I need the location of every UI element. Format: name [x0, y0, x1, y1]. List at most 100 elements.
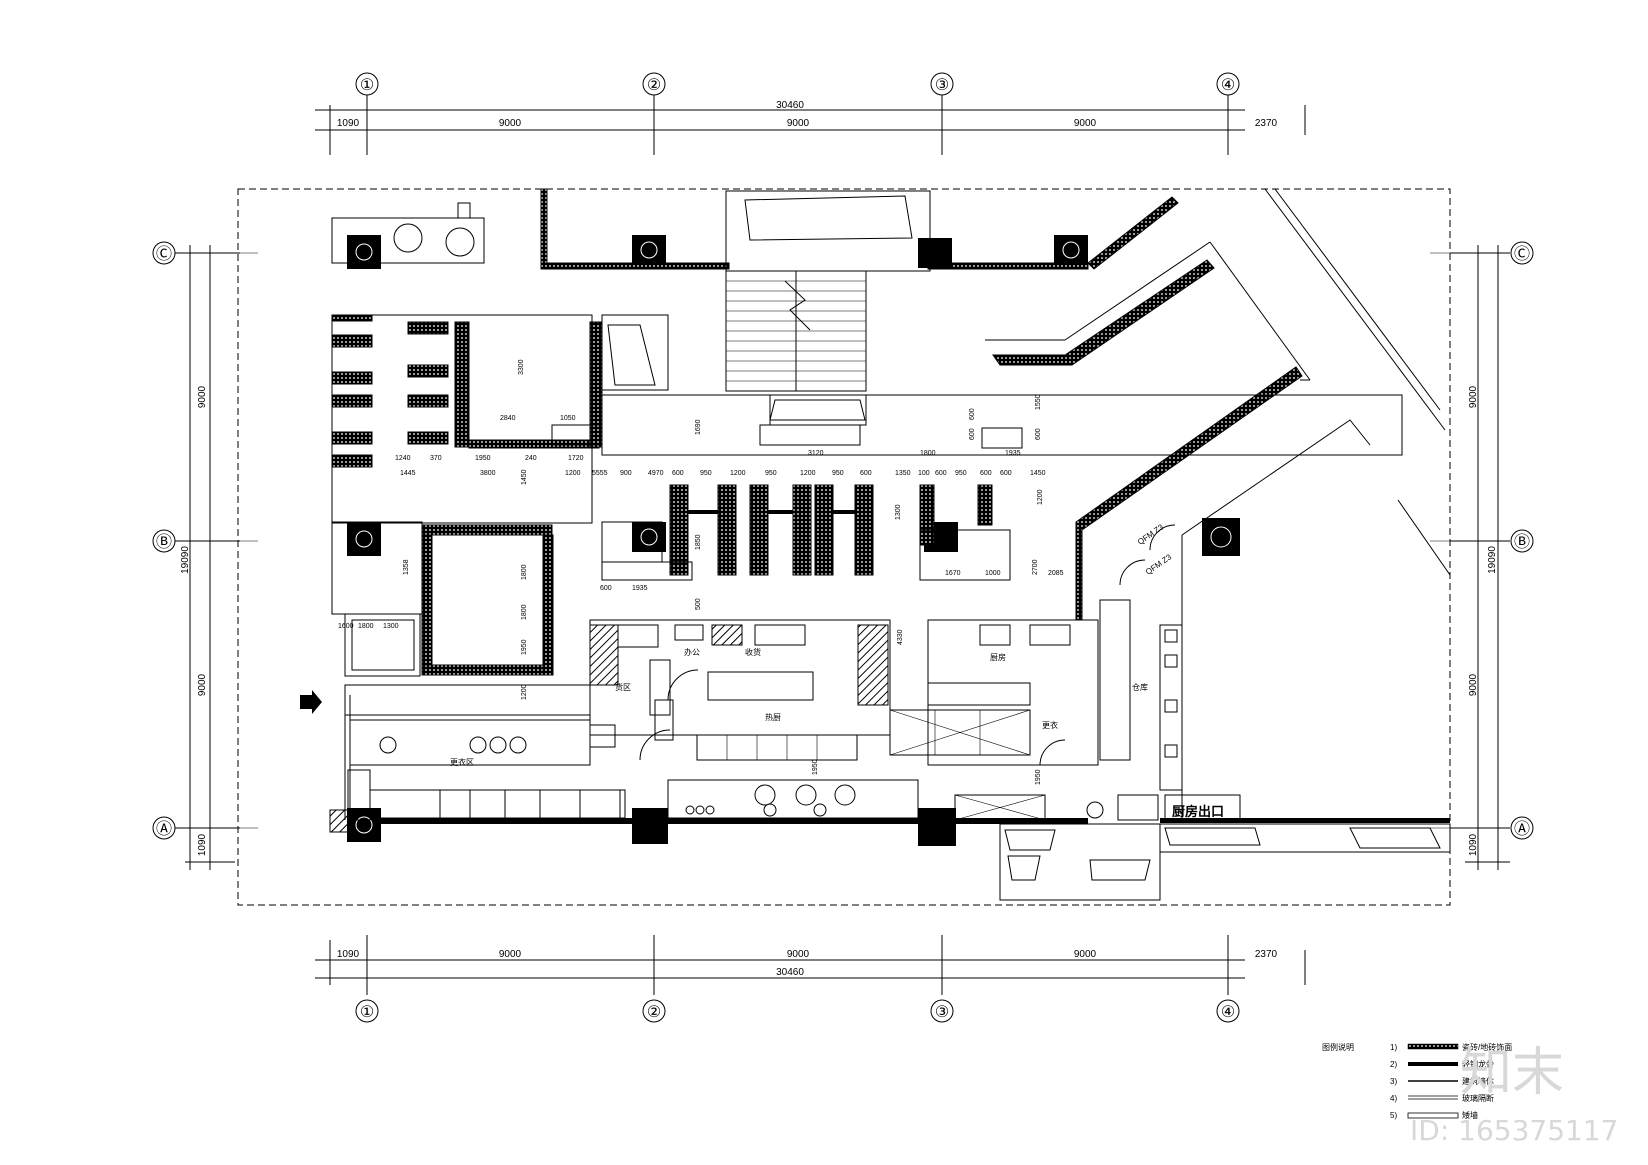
- interior-dim: 1200: [1037, 489, 1044, 505]
- interior-dim: 1935: [632, 585, 648, 592]
- door-label: QFM Z3: [1144, 552, 1174, 577]
- column: [632, 808, 668, 844]
- interior-dim: 3300: [518, 359, 525, 375]
- kitchen-area: [347, 619, 919, 821]
- top-dimension-chain: 30460 1090 9000 9000 9000 2370: [315, 100, 1306, 155]
- right-total-dim: 19090: [1487, 546, 1498, 574]
- top-total-dim: 30460: [776, 100, 804, 111]
- room-label: 厨房: [990, 652, 1006, 662]
- left-seg-dim: 9000: [197, 673, 208, 696]
- legend-num: 4): [1390, 1094, 1397, 1103]
- interior-dim: 1690: [695, 419, 702, 435]
- top-seg-dim: 2370: [1255, 118, 1278, 129]
- exit-label: 厨房出口: [1172, 804, 1224, 819]
- column: [1202, 518, 1240, 556]
- door-labels: QFM Z3 QFM Z3: [1136, 522, 1174, 577]
- right-axis-bubbles: Ⓒ Ⓑ Ⓐ: [1510, 241, 1534, 840]
- legend-num: 1): [1390, 1043, 1397, 1052]
- interior-dim: 1950: [521, 639, 528, 655]
- interior-dim: 240: [525, 455, 537, 462]
- bottom-seg-dim: 1090: [337, 949, 360, 960]
- interior-dim: 950: [765, 470, 777, 477]
- top-seg-dim: 1090: [337, 118, 360, 129]
- interior-dim: 1800: [521, 604, 528, 620]
- interior-dim: 1450: [1030, 470, 1046, 477]
- entrance-arrow-icon: [300, 690, 322, 714]
- interior-dim: 1350: [895, 470, 911, 477]
- ac-unit: [331, 202, 485, 264]
- axis-label-1: ①: [360, 1004, 374, 1021]
- room-label: 更衣: [1042, 720, 1058, 730]
- room-labels: 货区 办公 收货 热厨 厨房 更衣 仓库 更衣区: [450, 647, 1148, 767]
- column: [632, 235, 666, 265]
- bottom-seg-dim: 9000: [787, 949, 810, 960]
- bottom-dimension-chain: 1090 9000 9000 9000 2370 30460: [315, 935, 1306, 995]
- axis-label-a: Ⓐ: [1514, 820, 1530, 838]
- left-total-dim: 19090: [180, 546, 191, 574]
- axis-label-b: Ⓑ: [156, 533, 172, 551]
- interior-dim: 370: [430, 455, 442, 462]
- axis-label-2: ②: [647, 77, 661, 94]
- axis-label-3: ③: [935, 77, 949, 94]
- column: [632, 522, 666, 552]
- right-seg-dim: 1090: [1468, 833, 1479, 856]
- legend-label: 玻璃隔断: [1462, 1093, 1494, 1103]
- interior-dim: 1950: [475, 455, 491, 462]
- interior-dim: 2840: [500, 415, 516, 422]
- interior-dim: 500: [695, 598, 702, 610]
- axis-extension-lines: [240, 252, 1450, 829]
- bottom-seg-dim: 9000: [1074, 949, 1097, 960]
- interior-dim: 5555: [592, 470, 608, 477]
- legend-label: 矮墙: [1462, 1110, 1478, 1120]
- interior-dim: 950: [832, 470, 844, 477]
- interior-dim: 600: [672, 470, 684, 477]
- right-kitchen: [889, 524, 1241, 821]
- legend-label: 轻钢龙骨: [1462, 1059, 1494, 1069]
- left-dimension-chain: 9000 9000 1090 19090: [175, 245, 240, 870]
- interior-dim: 1358: [403, 559, 410, 575]
- legend-swatch: [1408, 1062, 1458, 1066]
- interior-dim: 1200: [730, 470, 746, 477]
- room-label: 仓库: [1132, 682, 1148, 692]
- axis-label-a: Ⓐ: [156, 820, 172, 838]
- axis-label-1: ①: [360, 77, 374, 94]
- interior-dim: 1670: [945, 570, 961, 577]
- interior-dim: 100: [918, 470, 930, 477]
- interior-dim: 900: [620, 470, 632, 477]
- room-label: 更衣区: [450, 757, 474, 767]
- building-walls: [329, 188, 1451, 901]
- legend-swatch: [1407, 1112, 1459, 1119]
- interior-dim: 1800: [521, 564, 528, 580]
- column: [347, 522, 381, 556]
- legend-num: 2): [1390, 1060, 1397, 1069]
- center-shelving: [601, 394, 1403, 581]
- legend-label: 瓷砖/地砖饰面: [1462, 1042, 1512, 1052]
- interior-dim: 1850: [695, 534, 702, 550]
- stair: [725, 270, 867, 392]
- legend-label: 建筑墙体: [1462, 1076, 1494, 1086]
- interior-dim: 600: [1035, 428, 1042, 440]
- interior-dim: 1050: [560, 415, 576, 422]
- interior-dim: 1935: [1005, 450, 1021, 457]
- interior-dim: 3120: [808, 450, 824, 457]
- interior-dim: 1950: [812, 759, 819, 775]
- interior-dim: 600: [969, 408, 976, 420]
- legend-swatch: [1407, 1043, 1459, 1050]
- interior-dim: 600: [980, 470, 992, 477]
- interior-dim: 1450: [521, 469, 528, 485]
- interior-dim: 1550: [1035, 394, 1042, 410]
- storage-racks: [331, 314, 669, 716]
- interior-dim: 2700: [1032, 559, 1039, 575]
- interior-dim: 600: [1000, 470, 1012, 477]
- watermark-logo: 知末: [1460, 1043, 1564, 1103]
- interior-dim: 4970: [648, 470, 664, 477]
- bottom-seg-dim: 2370: [1255, 949, 1278, 960]
- bottom-seg-dim: 9000: [499, 949, 522, 960]
- right-seg-dim: 9000: [1468, 385, 1479, 408]
- top-seg-dim: 9000: [499, 118, 522, 129]
- interior-dim: 1300: [383, 623, 399, 630]
- interior-dim: 600: [860, 470, 872, 477]
- interior-dim: 1200: [800, 470, 816, 477]
- axis-label-b: Ⓑ: [1514, 533, 1530, 551]
